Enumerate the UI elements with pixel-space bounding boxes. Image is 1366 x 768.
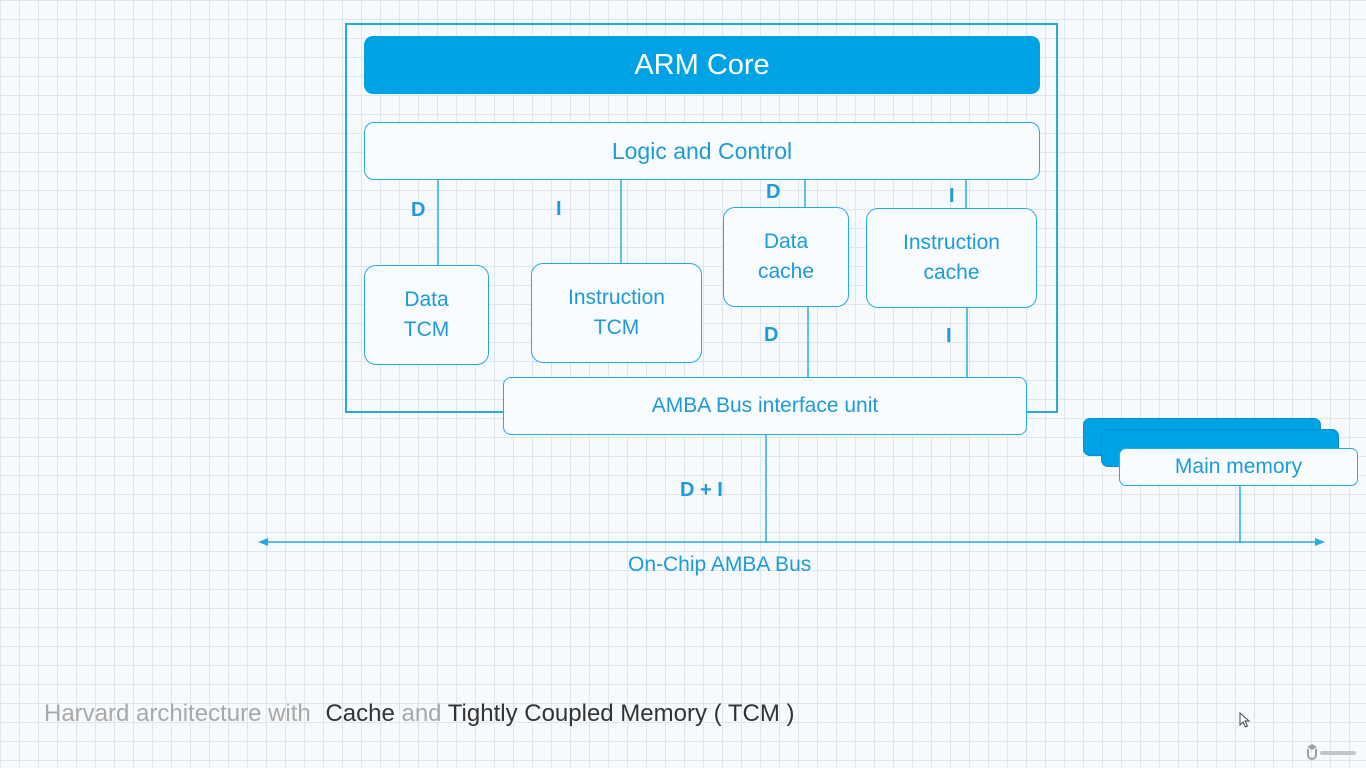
data-tcm-label-line2: TCM: [403, 318, 450, 341]
line-biu-to-bus: [765, 435, 767, 543]
amba-bus-interface-unit: AMBA Bus interface unit: [503, 377, 1027, 435]
instruction-cache-label-line1: Instruction: [903, 231, 1000, 254]
instruction-tcm-label-line2: TCM: [593, 316, 640, 339]
arm-core-label: ARM Core: [634, 48, 770, 81]
caption-part1: Harvard architecture with: [44, 700, 318, 727]
amba-biu-label: AMBA Bus interface unit: [651, 394, 879, 417]
signal-i-instruction-cache-top: I: [949, 185, 955, 207]
instruction-cache-block: Instruction cache: [866, 208, 1037, 308]
signal-d-data-cache-top: D: [766, 181, 781, 203]
data-cache-block: Data cache: [723, 207, 849, 307]
signal-d-plus-i: D + I: [680, 479, 723, 501]
signal-d-data-tcm: D: [411, 199, 426, 221]
signal-i-instruction-cache-bottom: I: [946, 325, 952, 347]
arm-core-block: ARM Core: [364, 36, 1040, 94]
instruction-tcm-label-line1: Instruction: [568, 286, 665, 309]
signal-d-data-cache-bottom: D: [764, 324, 779, 346]
mouse-cursor-icon: [1239, 712, 1251, 728]
data-tcm-block: Data TCM: [364, 265, 489, 365]
logic-and-control-block: Logic and Control: [364, 122, 1040, 180]
logic-and-control-label: Logic and Control: [611, 138, 793, 164]
slide-caption: Harvard architecture with Cache and Tigh…: [44, 700, 795, 728]
main-memory-block: Main memory: [1119, 448, 1358, 486]
caption-and: and: [394, 700, 448, 727]
line-instruction-cache-to-biu: [966, 308, 968, 378]
udemy-logo: [1307, 744, 1356, 760]
signal-i-instruction-tcm: I: [556, 198, 562, 220]
line-logic-to-data-tcm: [437, 180, 439, 266]
line-data-cache-to-biu: [807, 307, 809, 378]
line-logic-to-instruction-tcm: [620, 180, 622, 264]
on-chip-amba-bus-label: On-Chip AMBA Bus: [628, 553, 812, 576]
data-cache-label-line2: cache: [757, 260, 815, 283]
data-cache-label-line1: Data: [763, 230, 809, 253]
data-tcm-label-line1: Data: [404, 288, 449, 311]
line-logic-to-instruction-cache: [965, 180, 967, 209]
line-main-memory-to-bus: [1239, 486, 1241, 543]
on-chip-amba-bus-arrow: [258, 538, 1325, 546]
main-memory-label: Main memory: [1174, 455, 1303, 478]
instruction-tcm-block: Instruction TCM: [531, 263, 702, 363]
caption-cache: Cache: [325, 700, 395, 727]
instruction-cache-label-line2: cache: [923, 261, 980, 284]
caption-tcm: Tightly Coupled Memory ( TCM ): [447, 700, 795, 727]
line-logic-to-data-cache: [804, 180, 806, 208]
